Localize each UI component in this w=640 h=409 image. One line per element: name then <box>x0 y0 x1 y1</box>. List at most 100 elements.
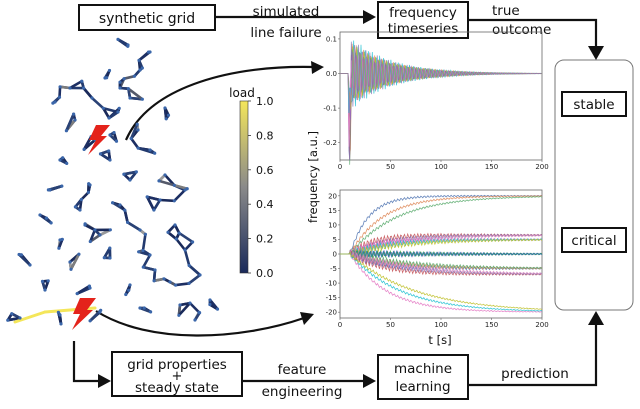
grid-node <box>193 318 197 322</box>
grid-line <box>187 264 202 277</box>
grid-node <box>138 306 142 310</box>
y-tick-label: 15 <box>328 207 337 215</box>
grid-line <box>173 184 189 190</box>
grid-node <box>187 263 191 268</box>
frequency-series <box>340 236 543 256</box>
machine-learning-box: machine learning <box>377 354 469 400</box>
grid-node <box>126 44 130 48</box>
y-tick-label: 0.1 <box>326 35 337 43</box>
grid-node <box>129 136 133 141</box>
grid-node <box>138 228 142 232</box>
grid-node <box>128 96 132 100</box>
grid-line <box>58 85 62 99</box>
x-tick-label: 0 <box>338 163 342 171</box>
frequency-timeseries-box: frequency timeseries <box>377 1 469 39</box>
grid-node <box>82 147 86 151</box>
grid-line <box>145 195 156 212</box>
grid-node <box>105 76 109 80</box>
grid-node <box>118 86 122 90</box>
grid-node <box>185 187 189 191</box>
y-tick-label: -0.2 <box>323 139 337 147</box>
grid-node <box>138 68 142 72</box>
grid-line <box>166 223 177 234</box>
grid-line <box>126 221 142 232</box>
x-tick-label: 50 <box>386 321 395 329</box>
grid-node <box>108 246 112 250</box>
grid-node <box>137 58 141 62</box>
grid-node <box>137 250 141 254</box>
colorbar-tick-label: 1.0 <box>256 95 274 108</box>
grid-node <box>40 279 45 283</box>
svg-text:steady state: steady state <box>135 380 219 396</box>
svg-text:prediction: prediction <box>501 366 569 382</box>
grid-line <box>129 137 140 150</box>
grid-node <box>152 208 156 212</box>
y-tick-label: 20 <box>328 192 337 200</box>
grid-node <box>86 190 90 194</box>
grid-line <box>152 198 162 212</box>
grid-node <box>153 151 157 155</box>
svg-text:simulated: simulated <box>253 4 320 20</box>
grid-line <box>65 112 75 132</box>
grid-node <box>90 96 94 100</box>
frequency-series <box>340 251 543 310</box>
grid-line <box>127 87 144 101</box>
frequency-series <box>340 237 543 258</box>
colorbar-title: load <box>229 86 255 100</box>
grid-node <box>177 231 181 235</box>
grid-line <box>103 246 112 260</box>
grid-node <box>99 308 103 312</box>
grid-node <box>118 203 122 207</box>
grid-node <box>18 316 22 320</box>
grid-line <box>145 195 162 202</box>
grid-node <box>136 146 140 150</box>
grid-node <box>73 205 77 209</box>
x-tick-label: 150 <box>485 321 498 329</box>
grid-node <box>158 198 162 202</box>
grid-line <box>83 223 97 232</box>
y-tick-label: 0.0 <box>326 70 337 78</box>
grid-line <box>122 170 138 176</box>
grid-node <box>98 233 102 237</box>
frequency-series <box>340 253 543 313</box>
svg-text:feature: feature <box>278 362 327 378</box>
grid-node <box>116 110 120 114</box>
grid-node <box>49 221 53 225</box>
lightning-icon <box>88 125 110 155</box>
grid-node <box>172 199 176 203</box>
grid-line <box>141 233 147 252</box>
grid-node <box>162 277 166 281</box>
grid-node <box>73 118 77 122</box>
grid-node <box>75 292 79 296</box>
grid-line <box>166 231 178 241</box>
grid-node <box>61 156 65 160</box>
grid-line <box>129 122 139 140</box>
grid-network <box>6 37 220 326</box>
grid-node <box>87 284 91 288</box>
x-tick-label: 50 <box>386 163 395 171</box>
grid-node <box>128 178 132 182</box>
colorbar-tick-label: 0.0 <box>256 267 274 280</box>
critical-box: critical <box>561 227 627 253</box>
grid-node <box>60 237 64 241</box>
arrow-prediction: prediction <box>468 311 604 387</box>
grid-node <box>126 87 130 91</box>
x-tick-label: 200 <box>535 321 548 329</box>
grid-line <box>69 252 81 271</box>
grid-node <box>123 208 127 212</box>
svg-text:line failure: line failure <box>250 25 321 41</box>
grid-node <box>68 260 72 264</box>
grid-node <box>108 256 112 260</box>
grid-line <box>152 277 166 283</box>
grid-line <box>173 188 187 203</box>
frequency-series <box>340 51 542 120</box>
grid-node <box>135 122 139 126</box>
grid-node <box>72 112 76 116</box>
grid-line <box>175 237 187 252</box>
grid-node <box>44 216 49 220</box>
frequency-series <box>340 48 542 147</box>
grid-node <box>28 263 32 267</box>
grid-line <box>177 231 194 244</box>
y-tick-label: -0.1 <box>323 105 337 113</box>
svg-text:critical: critical <box>571 233 616 249</box>
